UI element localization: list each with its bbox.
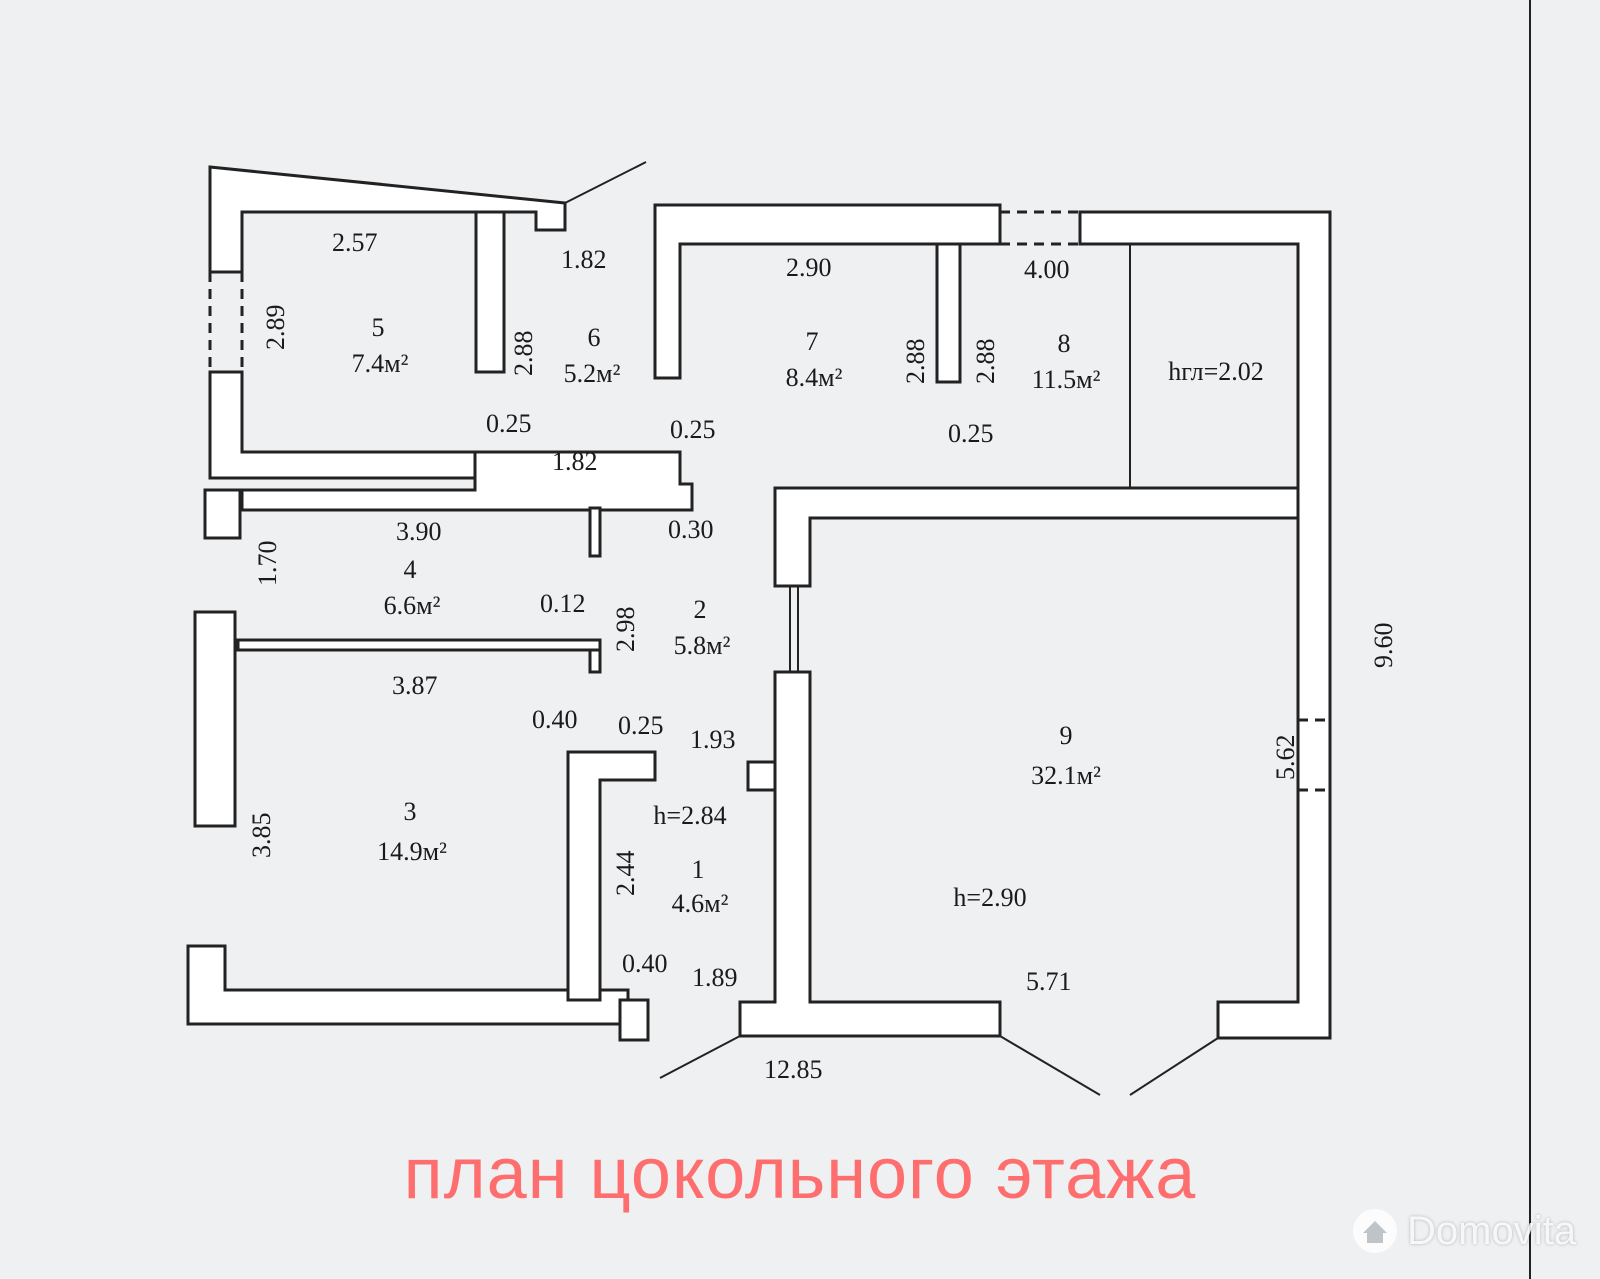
domovita-logo-icon xyxy=(1353,1209,1398,1253)
room-9-number: 9 xyxy=(1060,721,1073,750)
room-9-height: h=2.90 xyxy=(953,883,1026,912)
room-6-number: 6 xyxy=(588,323,601,352)
room-4-area: 6.6м² xyxy=(384,591,441,620)
room-2-number: 2 xyxy=(694,595,707,624)
dim-1-93: 1.93 xyxy=(690,725,736,754)
dim-2-98: 2.98 xyxy=(611,607,640,653)
dim-2-88-c: 2.88 xyxy=(971,339,1000,385)
room-9-area: 32.1м² xyxy=(1031,761,1101,790)
room-5-number: 5 xyxy=(372,313,385,342)
dim-0-25-d: 0.25 xyxy=(618,711,664,740)
room-2-area: 5.8м² xyxy=(674,631,731,660)
dim-3-90: 3.90 xyxy=(396,517,442,546)
dim-0-30: 0.30 xyxy=(668,515,714,544)
room-7-number: 7 xyxy=(806,327,819,356)
dim-0-12: 0.12 xyxy=(540,589,586,618)
inner-lines xyxy=(208,161,1330,1096)
room-3-number: 3 xyxy=(404,797,417,826)
room-7-area: 8.4м² xyxy=(786,363,843,392)
room-1-height: h=2.84 xyxy=(653,801,726,830)
dim-0-40-b: 0.40 xyxy=(622,949,668,978)
room-1-area: 4.6м² xyxy=(672,889,729,918)
room-5-area: 7.4м² xyxy=(352,349,409,378)
dim-12-85: 12.85 xyxy=(764,1055,823,1084)
dim-5-71: 5.71 xyxy=(1026,967,1072,996)
room-8-area: 11.5м² xyxy=(1032,365,1101,394)
dim-2-88-b: 2.88 xyxy=(901,339,930,385)
dim-9-60: 9.60 xyxy=(1369,623,1398,669)
room-6-area: 5.2м² xyxy=(564,359,621,388)
dim-2-88-a: 2.88 xyxy=(509,331,538,377)
room-labels: 5 7.4м² 6 5.2м² 7 8.4м² 8 11.5м² 4 6.6м²… xyxy=(352,313,1264,918)
watermark: Domovita xyxy=(1351,1207,1576,1255)
dim-1-89: 1.89 xyxy=(692,963,738,992)
dim-0-25-a: 0.25 xyxy=(486,409,532,438)
dim-3-87: 3.87 xyxy=(392,671,438,700)
dim-2-57: 2.57 xyxy=(332,228,378,257)
room-3-area: 14.9м² xyxy=(377,837,447,866)
dim-2-89: 2.89 xyxy=(261,305,290,351)
dim-0-40-a: 0.40 xyxy=(532,705,578,734)
dimension-labels: 2.57 1.82 2.90 4.00 0.25 1.82 0.25 0.25 … xyxy=(247,228,1398,1084)
dim-2-90: 2.90 xyxy=(786,253,832,282)
dim-0-25-b: 0.25 xyxy=(670,415,716,444)
room-4-number: 4 xyxy=(404,555,417,584)
dim-1-82-mid: 1.82 xyxy=(552,447,598,476)
dim-2-44: 2.44 xyxy=(611,851,640,897)
dim-3-85: 3.85 xyxy=(247,813,276,859)
pit-height: hгл=2.02 xyxy=(1168,357,1263,386)
dim-5-62: 5.62 xyxy=(1271,735,1300,781)
room-1-number: 1 xyxy=(692,855,705,884)
room-8-number: 8 xyxy=(1058,329,1071,358)
dim-0-25-c: 0.25 xyxy=(948,419,994,448)
outer-walls xyxy=(186,165,1332,1042)
plan-caption: план цокольного этажа xyxy=(403,1134,1197,1214)
dim-4-00: 4.00 xyxy=(1024,255,1070,284)
dim-1-82-top: 1.82 xyxy=(561,245,607,274)
watermark-text: Domovita xyxy=(1407,1208,1576,1253)
dim-1-70: 1.70 xyxy=(253,541,282,587)
